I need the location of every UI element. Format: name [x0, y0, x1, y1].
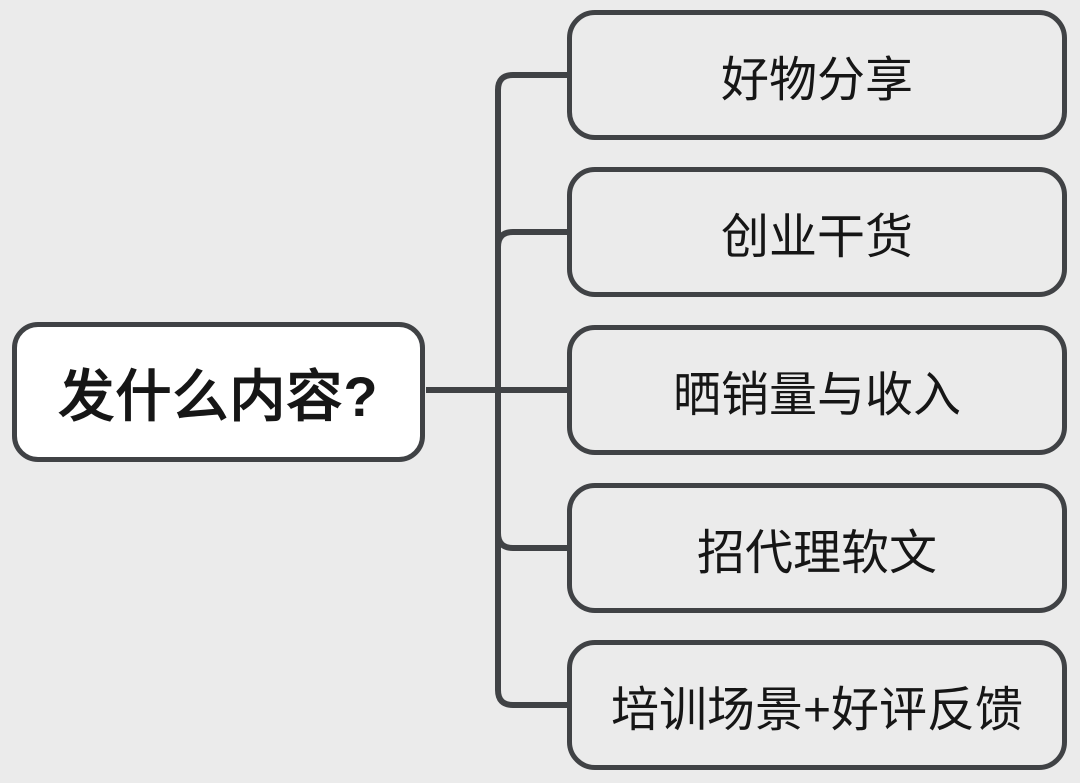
child-node-label: 创业干货	[720, 211, 913, 264]
connector-to-child-2	[495, 229, 567, 262]
child-node-startup-tips[interactable]: 创业干货	[567, 167, 1067, 297]
child-node-recruit-agents-softarticle[interactable]: 招代理软文	[567, 483, 1067, 613]
root-node[interactable]: 发什么内容?	[12, 322, 425, 462]
root-node-label: 发什么内容?	[58, 364, 379, 428]
child-node-good-things-sharing[interactable]: 好物分享	[567, 10, 1067, 140]
child-node-show-sales-income[interactable]: 晒销量与收入	[567, 325, 1067, 455]
child-node-label: 晒销量与收入	[672, 369, 961, 422]
connector-to-child-4	[495, 518, 567, 551]
child-node-label: 培训场景+好评反馈	[610, 684, 1024, 737]
child-node-label: 招代理软文	[696, 527, 937, 580]
child-node-label: 好物分享	[720, 54, 913, 107]
connector-to-child-1	[495, 72, 567, 390]
child-node-training-scene-feedback[interactable]: 培训场景+好评反馈	[567, 640, 1067, 770]
connector-to-child-5	[495, 390, 567, 708]
